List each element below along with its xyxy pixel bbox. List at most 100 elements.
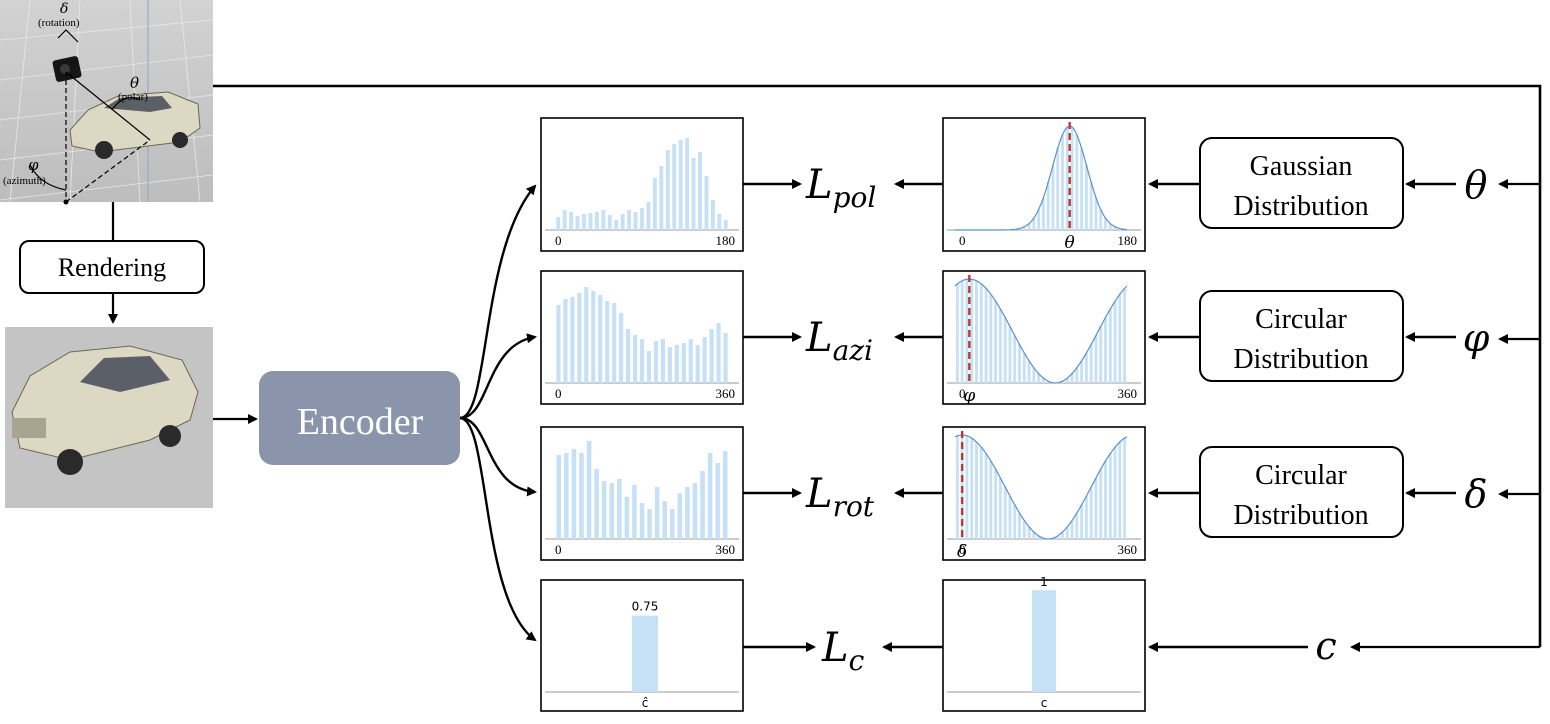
predicted-azi-bar — [639, 339, 645, 383]
svg-text:Lpol: Lpol — [805, 162, 876, 214]
target-rot-bar — [994, 469, 998, 539]
predicted-rot-bar — [692, 483, 698, 539]
branch-to-c — [459, 416, 537, 642]
loss-rot-label: Lrot — [805, 471, 875, 523]
predicted-azi-bar — [570, 297, 575, 383]
target-confidence-chart: 1c — [942, 575, 1146, 712]
predicted-rot-bar — [669, 509, 675, 539]
predicted-rot-bar — [662, 501, 667, 539]
predicted-azi-bar — [598, 295, 603, 383]
predicted-azi-bar — [563, 299, 568, 383]
predicted-azi-bar — [716, 323, 721, 383]
target-pol-bar — [1018, 228, 1021, 230]
target-rot-bar — [1018, 513, 1021, 539]
target-rot-bar — [1070, 520, 1074, 539]
predicted-azi-bar — [612, 303, 617, 383]
target-pol-tick-min: 0 — [959, 233, 966, 248]
predicted-rot-bar — [624, 497, 630, 539]
svg-text:Lrot: Lrot — [805, 471, 875, 523]
polar-label: (polar) — [118, 91, 148, 103]
loss-c-sub: c — [849, 644, 865, 677]
branch-to-rot — [459, 416, 537, 497]
target-azi-bar — [1065, 378, 1069, 383]
target-rot-curve — [954, 434, 1128, 540]
target-pol-bar — [1041, 197, 1045, 230]
encoder-branches — [459, 184, 537, 642]
branch-to-azi — [459, 333, 537, 420]
predicted-azi-bar — [653, 341, 659, 383]
predicted-azi-bar — [709, 329, 714, 383]
target-azi-bar — [1089, 344, 1093, 383]
predicted-confidence-chart: 0.75 ĉ — [540, 579, 744, 712]
target-azi-bar — [1041, 378, 1045, 383]
distribution-rot-line1: Circular — [1255, 460, 1347, 491]
target-azi-bar — [989, 294, 993, 383]
predicted-azi-bar — [681, 343, 686, 383]
predicted-pol-bar — [685, 138, 690, 230]
target-azi-bar — [1094, 335, 1098, 383]
predicted-azi-bar — [667, 347, 672, 383]
target-azi-bar — [1070, 373, 1074, 383]
target-azi-bar — [1118, 294, 1122, 383]
predicted-azi-bar — [577, 293, 582, 383]
target-azi-bar — [955, 283, 959, 383]
target-azi-tick-min: 0 — [959, 386, 966, 401]
target-pol-bar — [1070, 126, 1074, 230]
target-rot-bar — [1084, 496, 1088, 539]
predicted-rot-frame — [540, 426, 744, 561]
target-rot-bar — [1022, 520, 1026, 539]
target-rot-bar — [1037, 535, 1041, 539]
loss-c-main: L — [821, 625, 849, 671]
target-rot-tick-max: 360 — [1118, 542, 1138, 557]
predicted-confidence-value: 0.75 — [632, 600, 659, 614]
target-pol-bar — [1065, 126, 1069, 230]
target-confidence-axis-label: c — [1041, 696, 1048, 710]
predicted-pol-bar — [627, 210, 632, 230]
target-azi-bar — [960, 280, 964, 383]
target-azi-bar — [1099, 326, 1103, 383]
target-rot-bar — [1089, 487, 1093, 539]
predicted-pol-bar — [633, 212, 638, 230]
azimuth-label: (azimuth) — [3, 175, 46, 187]
predicted-confidence-axis-label: ĉ — [642, 696, 649, 710]
target-pol-bar — [1075, 134, 1079, 230]
target-azi-bar — [970, 279, 974, 383]
target-rot-bar — [1108, 453, 1112, 539]
target-azi-bar — [1003, 317, 1007, 383]
target-pol-curve — [955, 125, 1128, 231]
predicted-rot-bar — [556, 455, 562, 539]
target-rot-bar — [975, 441, 978, 539]
predicted-pol-bar — [588, 213, 593, 230]
rendering-label: Rendering — [58, 253, 166, 282]
target-rot-bar — [1075, 513, 1079, 539]
target-rot-bar — [1099, 469, 1103, 539]
rotation-label: (rotation) — [38, 17, 80, 29]
target-rot-bar — [1118, 441, 1122, 539]
loss-pol-label: Lpol — [805, 162, 876, 214]
predicted-pol-bar — [562, 210, 567, 230]
predicted-rot-bar — [609, 483, 615, 539]
target-rot-bar — [1061, 532, 1064, 539]
target-pol-bar — [1094, 197, 1098, 230]
predicted-pol-bar — [646, 202, 651, 230]
target-rot-bar — [1056, 535, 1060, 539]
target-rot-bar — [1104, 461, 1107, 539]
target-pol-bar — [1022, 226, 1026, 230]
target-rot-tick-min: 0 — [959, 542, 966, 557]
predicted-confidence-bar — [632, 615, 658, 692]
loss-rot-main: L — [805, 471, 833, 517]
predicted-pol-frame — [540, 117, 744, 252]
target-rot-bar — [955, 435, 959, 539]
target-confidence-value: 1 — [1040, 575, 1048, 589]
predicted-rot-bar — [677, 493, 683, 539]
distribution-pol-line1: Gaussian — [1250, 151, 1353, 182]
param-rot-symbol: δ — [1465, 472, 1488, 516]
target-pol-bar — [1099, 209, 1103, 230]
predicted-azi-bar — [660, 339, 665, 383]
predicted-pol-tick-min: 0 — [555, 233, 562, 248]
target-pol-bar — [1108, 223, 1112, 230]
